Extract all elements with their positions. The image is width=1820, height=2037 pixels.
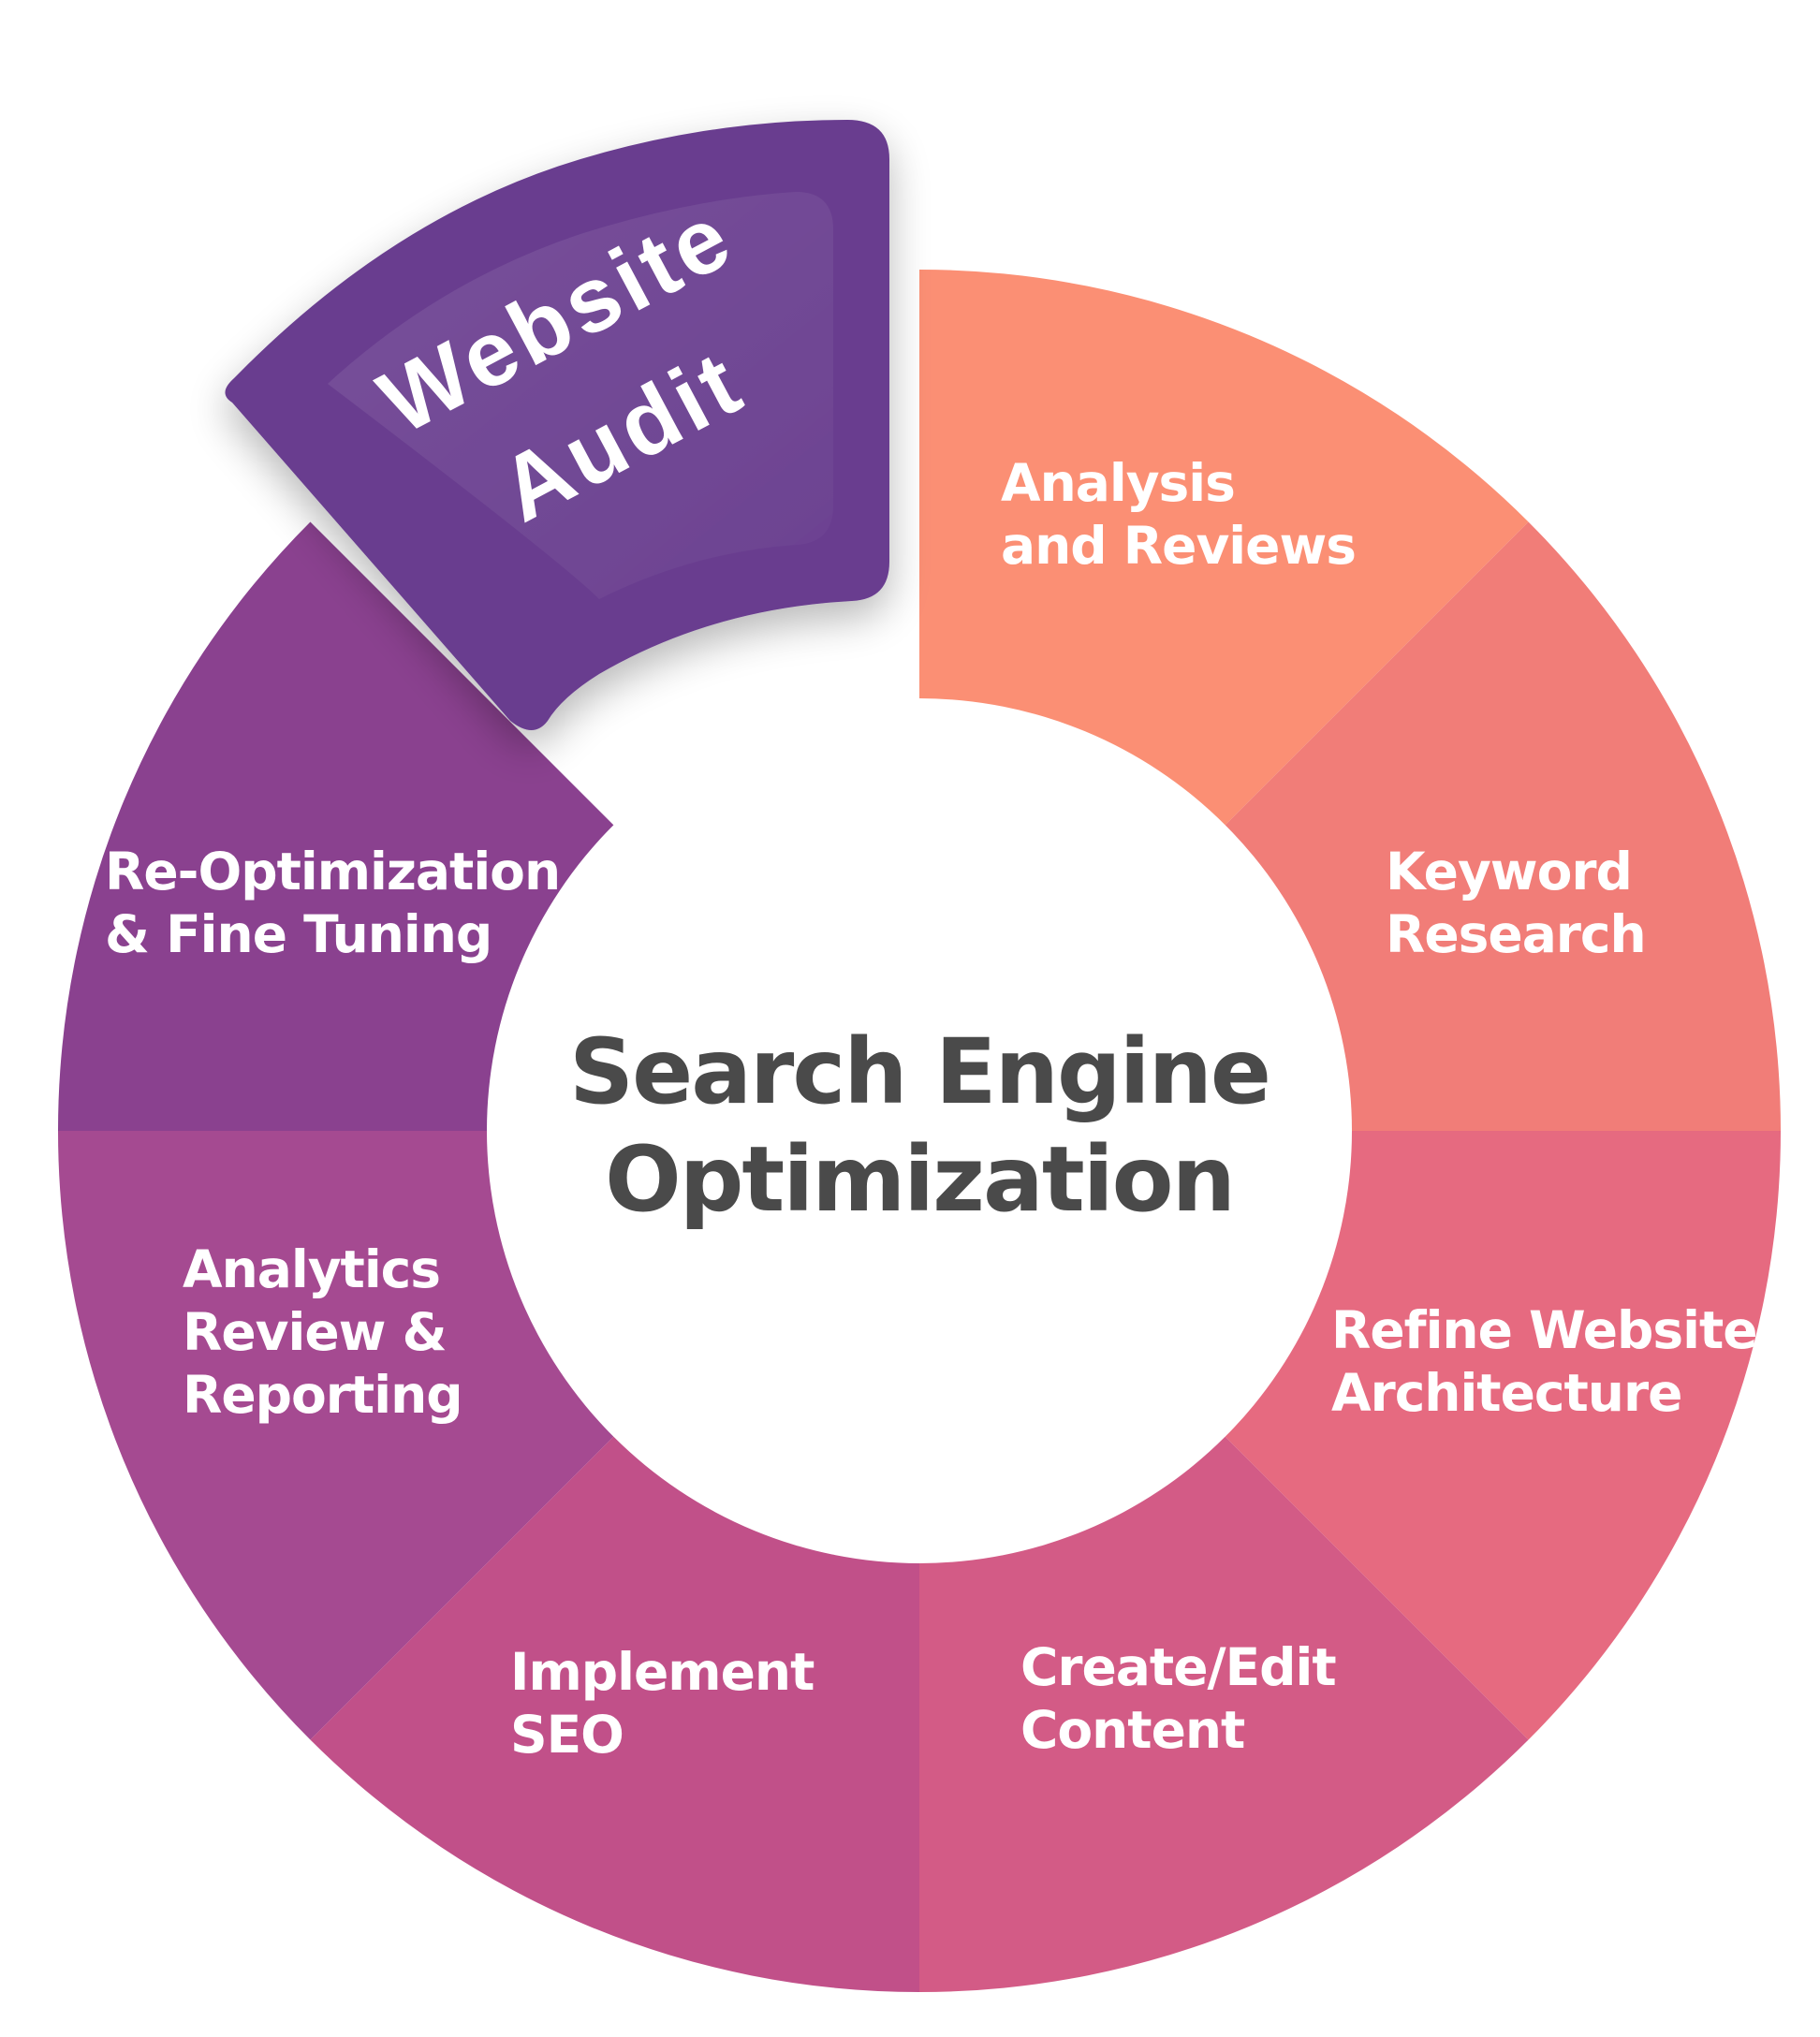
segment-keyword-label: Research (1386, 904, 1646, 964)
segment-architecture-label: Architecture (1331, 1363, 1681, 1423)
segment-analysis-label: Analysis (1001, 453, 1235, 513)
segment-content-shape (919, 1429, 1529, 1992)
center-hub (487, 698, 1352, 1563)
segment-content-label: Content (1020, 1700, 1245, 1760)
segment-implement-label: SEO (510, 1705, 624, 1765)
segment-reoptimization-label: Re-Optimization (105, 842, 560, 901)
segment-architecture-shape (1218, 1131, 1781, 1740)
segment-implement-shape (310, 1429, 919, 1992)
segment-analytics-shape (58, 1131, 621, 1740)
segment-implement-label: Implement (510, 1642, 815, 1702)
segment-reoptimization-shape (58, 521, 621, 1131)
website-audit-inner-panel (328, 192, 833, 599)
segment-keyword-shape (1218, 521, 1781, 1131)
segment-reoptimization-label: & Fine Tuning (105, 904, 492, 964)
center-title: Search Engine Optimization (569, 1019, 1271, 1232)
segment-analytics-label: Reporting (183, 1365, 462, 1425)
website-audit-segment: Website Audit (225, 120, 889, 730)
segment-analytics-label: Review & (183, 1302, 447, 1362)
segment-keyword-label: Keyword (1386, 842, 1632, 901)
segment-analytics-label: Analytics (183, 1239, 440, 1299)
segment-analysis-shape (919, 270, 1529, 832)
segment-architecture-label: Refine Website (1331, 1300, 1757, 1360)
segment-content-label: Create/Edit (1020, 1637, 1336, 1697)
segment-reoptimization: Re-Optimization& Fine Tuning (58, 521, 621, 1131)
center-title-line1: Search Engine (569, 1019, 1270, 1124)
segment-analysis-label: and Reviews (1001, 516, 1356, 576)
center-title-line2: Optimization (605, 1127, 1234, 1232)
